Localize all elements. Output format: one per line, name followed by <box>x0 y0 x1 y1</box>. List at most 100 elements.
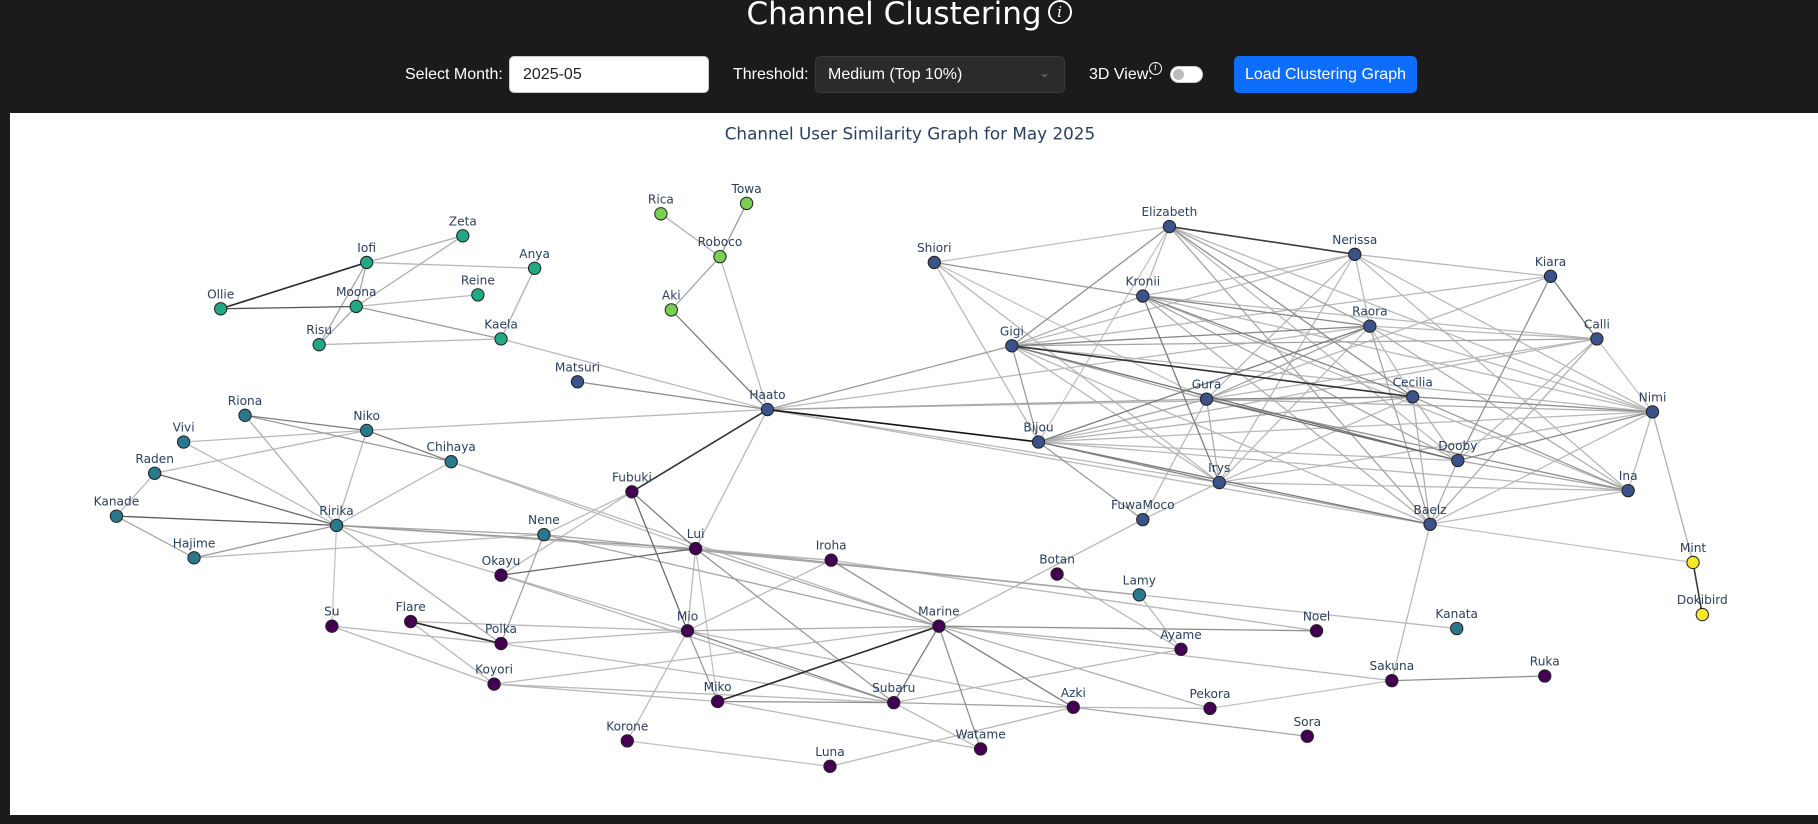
node-calli[interactable]: Calli <box>1584 317 1610 346</box>
node-marker[interactable] <box>325 619 339 633</box>
node-polka[interactable]: Polka <box>485 622 517 651</box>
node-marker[interactable] <box>713 249 727 264</box>
node-risu[interactable]: Risu <box>306 323 332 352</box>
node-marker[interactable] <box>1203 701 1217 716</box>
node-mio[interactable]: Mio <box>677 609 698 638</box>
node-dooby[interactable]: Dooby <box>1438 439 1477 468</box>
node-raora[interactable]: Raora <box>1352 305 1388 333</box>
node-kanade[interactable]: Kanade <box>94 495 140 523</box>
node-fuwamoco[interactable]: FuwaMoco <box>1111 498 1175 527</box>
node-marker[interactable] <box>1451 453 1465 468</box>
node-iofi[interactable]: Iofi <box>357 241 376 270</box>
node-marker[interactable] <box>1538 669 1552 683</box>
node-marker[interactable] <box>1066 700 1080 714</box>
node-koyori[interactable]: Koyori <box>475 663 513 691</box>
node-marker[interactable] <box>1031 435 1046 449</box>
node-marker[interactable] <box>444 455 458 469</box>
node-marker[interactable] <box>664 303 678 317</box>
node-cecilia[interactable]: Cecilia <box>1393 375 1433 404</box>
node-marker[interactable] <box>620 734 634 748</box>
node-marker[interactable] <box>654 207 668 221</box>
node-lamy[interactable]: Lamy <box>1123 573 1156 602</box>
node-marker[interactable] <box>456 229 470 243</box>
node-marker[interactable] <box>1309 624 1324 638</box>
node-marker[interactable] <box>494 636 508 651</box>
node-kronii[interactable]: Kronii <box>1125 275 1160 303</box>
node-miko[interactable]: Miko <box>704 680 732 709</box>
node-vivi[interactable]: Vivi <box>173 421 195 449</box>
node-marker[interactable] <box>494 568 508 582</box>
node-rica[interactable]: Rica <box>648 192 674 221</box>
node-marker[interactable] <box>1621 483 1635 498</box>
node-marker[interactable] <box>1406 390 1420 404</box>
node-marker[interactable] <box>1695 607 1709 622</box>
node-marker[interactable] <box>823 759 837 774</box>
node-marker[interactable] <box>312 338 326 352</box>
node-roboco[interactable]: Roboco <box>698 235 743 264</box>
node-nerissa[interactable]: Nerissa <box>1332 233 1377 261</box>
node-marker[interactable] <box>359 423 374 438</box>
node-aki[interactable]: Aki <box>662 289 681 317</box>
node-korone[interactable]: Korone <box>606 719 648 748</box>
node-watame[interactable]: Watame <box>955 728 1006 756</box>
node-sora[interactable]: Sora <box>1293 715 1321 743</box>
node-marker[interactable] <box>1174 642 1188 657</box>
node-marker[interactable] <box>1450 621 1464 636</box>
node-marker[interactable] <box>739 196 754 211</box>
node-marker[interactable] <box>527 261 542 275</box>
node-noel[interactable]: Noel <box>1303 609 1330 638</box>
node-baelz[interactable]: Baelz <box>1414 503 1447 531</box>
node-marker[interactable] <box>187 551 201 565</box>
3d-view-toggle[interactable] <box>1170 66 1203 83</box>
node-marker[interactable] <box>1199 392 1214 406</box>
node-pekora[interactable]: Pekora <box>1190 687 1231 716</box>
node-marker[interactable] <box>487 677 501 691</box>
node-luna[interactable]: Luna <box>815 745 845 774</box>
node-marker[interactable] <box>680 624 695 638</box>
node-shiori[interactable]: Shiori <box>917 241 952 270</box>
node-lui[interactable]: Lui <box>687 527 705 556</box>
node-marker[interactable] <box>824 553 838 567</box>
node-marker[interactable] <box>973 742 988 756</box>
node-anya[interactable]: Anya <box>519 247 550 275</box>
node-mint[interactable]: Mint <box>1680 541 1707 570</box>
node-marker[interactable] <box>404 614 418 629</box>
node-marker[interactable] <box>537 528 551 542</box>
node-irys[interactable]: Irys <box>1208 461 1230 490</box>
node-marker[interactable] <box>625 485 639 499</box>
node-hajime[interactable]: Hajime <box>173 536 216 565</box>
node-gigi[interactable]: Gigi <box>1000 324 1024 353</box>
node-marker[interactable] <box>1543 269 1558 283</box>
node-riona[interactable]: Riona <box>228 394 262 423</box>
node-reine[interactable]: Reine <box>461 273 495 302</box>
3d-view-info-icon[interactable]: i <box>1149 62 1162 75</box>
node-marker[interactable] <box>1300 729 1314 743</box>
node-marker[interactable] <box>710 694 725 709</box>
node-dokibird[interactable]: Dokibird <box>1677 593 1728 622</box>
node-ririka[interactable]: Ririka <box>319 504 354 533</box>
node-marker[interactable] <box>214 302 228 316</box>
node-chihaya[interactable]: Chihaya <box>427 440 476 469</box>
node-marker[interactable] <box>147 466 162 480</box>
node-marker[interactable] <box>932 619 946 633</box>
node-marker[interactable] <box>887 695 901 710</box>
node-nene[interactable]: Nene <box>528 513 560 542</box>
node-kanata[interactable]: Kanata <box>1435 607 1478 636</box>
node-marker[interactable] <box>1385 673 1399 688</box>
graph-plot-area[interactable]: Channel User Similarity Graph for May 20… <box>10 113 1818 815</box>
load-clustering-graph-button[interactable]: Load Clustering Graph <box>1234 56 1417 93</box>
node-marker[interactable] <box>1363 319 1377 333</box>
info-icon[interactable]: i <box>1047 0 1072 24</box>
node-marker[interactable] <box>1132 588 1146 602</box>
node-marker[interactable] <box>1005 339 1019 353</box>
node-marine[interactable]: Marine <box>918 605 960 633</box>
node-marker[interactable] <box>1423 517 1437 531</box>
node-marker[interactable] <box>570 375 585 389</box>
node-marker[interactable] <box>329 518 344 533</box>
node-ina[interactable]: Ina <box>1619 469 1638 498</box>
node-marker[interactable] <box>1162 219 1177 234</box>
month-input[interactable]: 2025-05 <box>509 56 709 93</box>
similarity-graph[interactable]: Channel User Similarity Graph for May 20… <box>10 113 1818 815</box>
node-marker[interactable] <box>494 332 508 346</box>
node-marker[interactable] <box>1050 567 1064 581</box>
